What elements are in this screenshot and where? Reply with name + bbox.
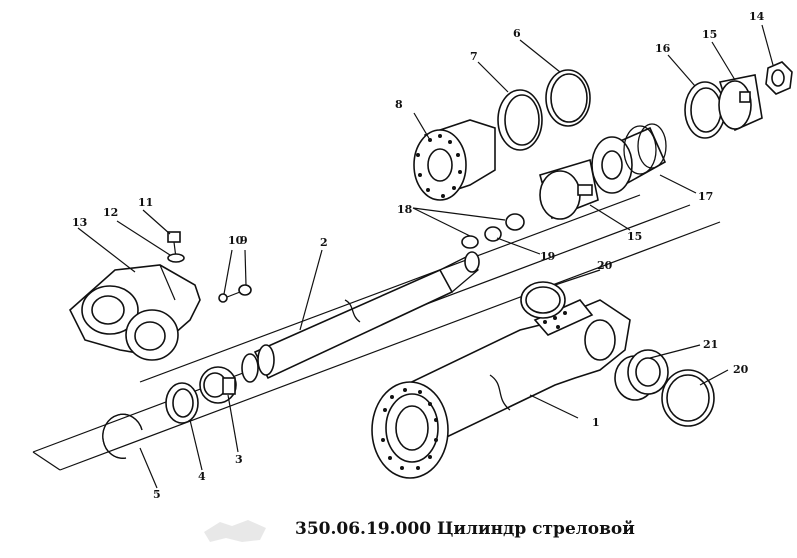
label-9: 9 — [240, 234, 248, 247]
label-19: 19 — [540, 250, 555, 263]
ring-part-16 — [684, 81, 726, 139]
piston-part-17 — [591, 123, 667, 194]
label-1: 1 — [592, 416, 600, 429]
guide-ring-part-15-upper — [718, 74, 763, 132]
label-21: 21 — [703, 338, 718, 351]
grease-fitting-part-9-10 — [218, 284, 252, 303]
label-6: 6 — [513, 27, 521, 40]
gland-part-8 — [413, 119, 496, 201]
drawing-caption: 350.06.19.000 Цилиндр стреловой — [295, 519, 635, 539]
rod-eye-part-13 — [69, 264, 201, 361]
label-17: 17 — [698, 190, 713, 203]
part-labels: 1 2 3 4 5 8 9 10 11 12 13 14 15 15 16 17… — [72, 10, 765, 501]
cylinder-barrel-part-1 — [371, 299, 631, 479]
leader-lines — [77, 24, 774, 489]
watermark-stamp — [204, 520, 266, 542]
label-4: 4 — [198, 470, 206, 483]
label-8: 8 — [395, 98, 403, 111]
snap-ring-part-20-upper — [520, 281, 566, 319]
piston-rod-part-2 — [241, 251, 480, 383]
label-11: 11 — [138, 196, 153, 209]
label-15-lower: 15 — [627, 230, 642, 243]
label-13: 13 — [72, 216, 87, 229]
label-14: 14 — [749, 10, 765, 23]
label-2: 2 — [320, 236, 328, 249]
ring-part-4 — [165, 382, 199, 424]
label-16: 16 — [655, 42, 671, 55]
bolt-part-11 — [167, 231, 185, 263]
bushing-part-21 — [614, 349, 669, 401]
o-rings-part-18-19 — [461, 213, 525, 249]
label-10: 10 — [228, 234, 244, 247]
label-18: 18 — [397, 203, 413, 216]
label-12: 12 — [103, 206, 118, 219]
nut-part-14 — [765, 61, 793, 95]
seal-part-7 — [497, 89, 543, 151]
label-7: 7 — [470, 50, 478, 63]
ring-part-6 — [545, 69, 591, 127]
snap-ring-part-20-lower — [661, 369, 715, 427]
label-3: 3 — [235, 453, 243, 466]
retaining-ring-part-5 — [102, 413, 143, 459]
label-20-upper: 20 — [597, 259, 613, 272]
guide-ring-part-15-lower — [539, 158, 599, 220]
bushing-part-3 — [199, 366, 237, 404]
label-15-upper: 15 — [702, 28, 717, 41]
label-20-lower: 20 — [733, 363, 749, 376]
label-5: 5 — [153, 488, 161, 501]
